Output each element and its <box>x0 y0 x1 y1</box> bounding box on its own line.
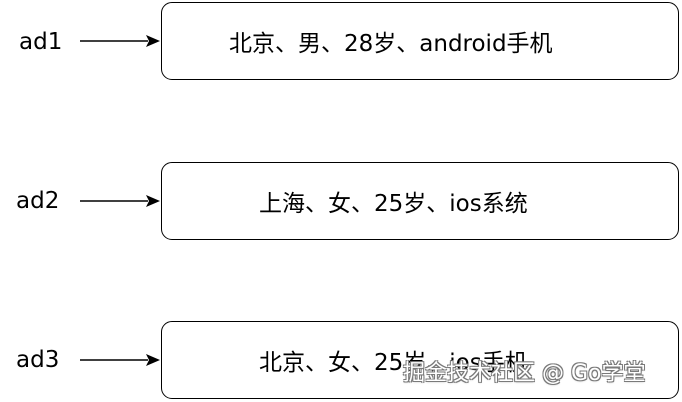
ad3-attributes-box: 北京、女、25岁、ios手机 <box>161 321 679 399</box>
ad1-arrow <box>80 35 160 47</box>
ad3-arrow <box>80 354 160 366</box>
ad3-attributes-text: 北京、女、25岁、ios手机 <box>259 350 528 376</box>
ad1-attributes-box: 北京、男、28岁、android手机 <box>161 2 679 80</box>
ad2-attributes-text: 上海、女、25岁、ios系统 <box>259 191 528 217</box>
ad3-label: ad3 <box>16 347 60 373</box>
ad1-attributes-text: 北京、男、28岁、android手机 <box>229 31 553 57</box>
watermark: 掘金技术社区 @ Go学堂 <box>403 361 646 386</box>
ad2-label: ad2 <box>16 188 60 214</box>
ad1-label: ad1 <box>19 29 63 55</box>
ad2-attributes-box: 上海、女、25岁、ios系统 <box>161 162 679 240</box>
ad2-arrow <box>80 195 160 207</box>
